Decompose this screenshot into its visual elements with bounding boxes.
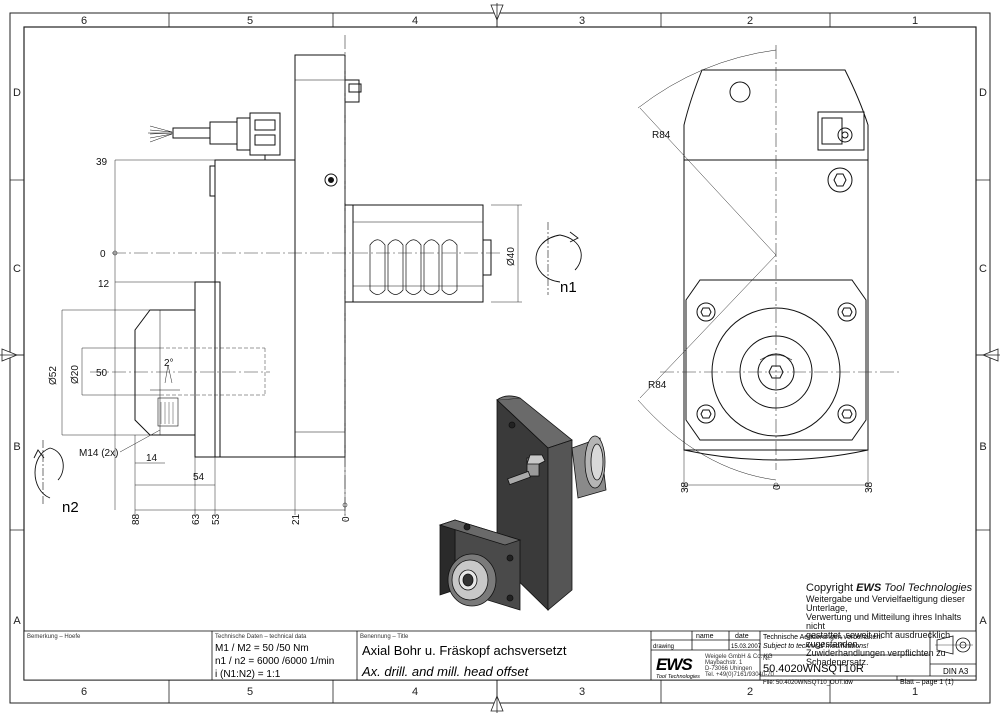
zone-row-label: C xyxy=(979,263,987,275)
dim-label: R84 xyxy=(648,380,667,391)
number-label: Nr. xyxy=(763,656,771,662)
drawing-date: 15.03.2007 xyxy=(731,644,762,650)
dim-label: Ø52 xyxy=(48,366,59,385)
isometric-view xyxy=(438,395,607,611)
zone-row-label: C xyxy=(13,263,21,275)
zone-col-label: 4 xyxy=(412,15,418,27)
zone-row-label: A xyxy=(979,615,987,627)
side-view-dimensions: 39 0 12 50 Ø52 Ø20 2° M14 (2x) 14 54 88 … xyxy=(48,157,577,525)
zone-col-label: 2 xyxy=(747,15,753,27)
date-header: date xyxy=(735,633,749,640)
dim-label: 0 xyxy=(341,516,352,522)
sheet-format: DIN A3 xyxy=(943,667,969,676)
copyright-line: Zuwiderhandlungen verpflichten zu Schade… xyxy=(806,648,946,667)
dim-label: 88 xyxy=(131,513,142,525)
dim-label: 50 xyxy=(96,368,108,379)
zone-col-label: 3 xyxy=(579,15,585,27)
dim-label: 38 xyxy=(864,481,875,493)
ews-logo-subtitle: Tool Technologies xyxy=(656,674,700,680)
remark-label: Bemerkung – Hoefe xyxy=(27,634,81,640)
changes-notice-de: Technische Aenderungen vorbehalten! xyxy=(763,634,882,641)
dim-label: 63 xyxy=(191,513,202,525)
copyright-notice: Copyright EWS Tool Technologies Weiterga… xyxy=(806,582,981,667)
ews-logo: EWS xyxy=(656,655,693,674)
copyright-line: Verwertung und Mitteilung ihres Inhalts … xyxy=(806,612,962,631)
title-english: Ax. drill. and mill. head offset xyxy=(361,664,530,679)
zone-col-label: 6 xyxy=(81,15,87,27)
rotation-label-n1: n1 xyxy=(560,279,577,296)
zone-col-label: 1 xyxy=(912,15,918,27)
zone-col-label: 4 xyxy=(412,686,418,698)
copyright-suffix: Tool Technologies xyxy=(884,582,973,594)
front-view-dimensions: R84 R84 38 0 38 xyxy=(648,130,875,493)
dim-label: 54 xyxy=(193,472,205,483)
copyright-brand: EWS xyxy=(856,582,882,594)
tech-data-label: Technische Daten – technical data xyxy=(215,634,307,640)
copyright-prefix: Copyright xyxy=(806,582,854,594)
title-block-text: Bemerkung – Hoefe Technische Daten – tec… xyxy=(27,633,969,686)
dim-label: 2° xyxy=(164,358,174,369)
file-name: File: 50.4020WNSQT10_OUT.idw xyxy=(763,680,853,686)
company-address-line: Weigele GmbH & Co. KG xyxy=(705,654,773,660)
dim-label: Ø40 xyxy=(506,247,517,266)
dim-label: M14 (2x) xyxy=(79,448,118,459)
name-header: name xyxy=(696,633,714,640)
zone-row-label: B xyxy=(13,441,20,453)
title-german: Axial Bohr u. Fräskopf achsversetzt xyxy=(362,643,567,658)
copyright-line: gestattet, soweit nicht ausdruecklich zu… xyxy=(806,630,951,649)
side-view-drawing xyxy=(33,35,582,520)
zone-col-label: 2 xyxy=(747,686,753,698)
company-address-line: Tel. +49(0)7161/93040-70 xyxy=(705,672,775,678)
zone-col-label: 6 xyxy=(81,686,87,698)
dim-label: 12 xyxy=(98,279,110,290)
company-address-line: D-73066 Uhingen xyxy=(705,666,752,672)
title-block-frame xyxy=(23,630,977,681)
zone-col-label: 3 xyxy=(579,686,585,698)
part-number: 50.4020WNSQT10R xyxy=(763,663,864,675)
dim-label: 14 xyxy=(146,453,158,464)
zone-row-label: A xyxy=(13,615,21,627)
tech-data-line: n1 / n2 = 6000 /6000 1/min xyxy=(215,656,334,667)
dim-label: 53 xyxy=(211,513,222,525)
dim-label: Ø20 xyxy=(70,365,81,384)
drawing-label: drawing xyxy=(653,644,674,650)
dim-label: 39 xyxy=(96,157,108,168)
dim-label: 38 xyxy=(680,481,691,493)
tech-data-line: i (N1:N2) = 1:1 xyxy=(215,669,281,680)
dim-label: 0 xyxy=(100,249,106,260)
zone-col-label: 5 xyxy=(247,686,253,698)
tech-data-line: M1 / M2 = 50 /50 Nm xyxy=(215,643,309,654)
designation-label: Benennung – Title xyxy=(360,634,409,640)
changes-notice-en: Subject to technical modifications! xyxy=(763,643,868,650)
dim-label: 21 xyxy=(291,513,302,525)
copyright-title: Copyright EWS Tool Technologies xyxy=(806,582,981,595)
zone-row-label: B xyxy=(979,441,986,453)
zone-col-label: 1 xyxy=(912,686,918,698)
zone-row-label: D xyxy=(979,87,987,99)
sheet-page: Blatt – page 1 (1) xyxy=(900,679,954,686)
dim-label: R84 xyxy=(652,130,671,141)
zone-labels: 6 5 4 3 2 1 6 5 4 3 2 1 D C B A D C B A xyxy=(13,15,987,698)
copyright-line: Weitergabe und Vervielfaeltigung dieser … xyxy=(806,594,965,613)
dim-label: 0 xyxy=(772,484,783,490)
zone-col-label: 5 xyxy=(247,15,253,27)
company-address-line: Maybachstr. 1 xyxy=(705,660,743,666)
front-view-drawing xyxy=(637,45,900,492)
rotation-label-n2: n2 xyxy=(62,499,79,516)
zone-row-label: D xyxy=(13,87,21,99)
